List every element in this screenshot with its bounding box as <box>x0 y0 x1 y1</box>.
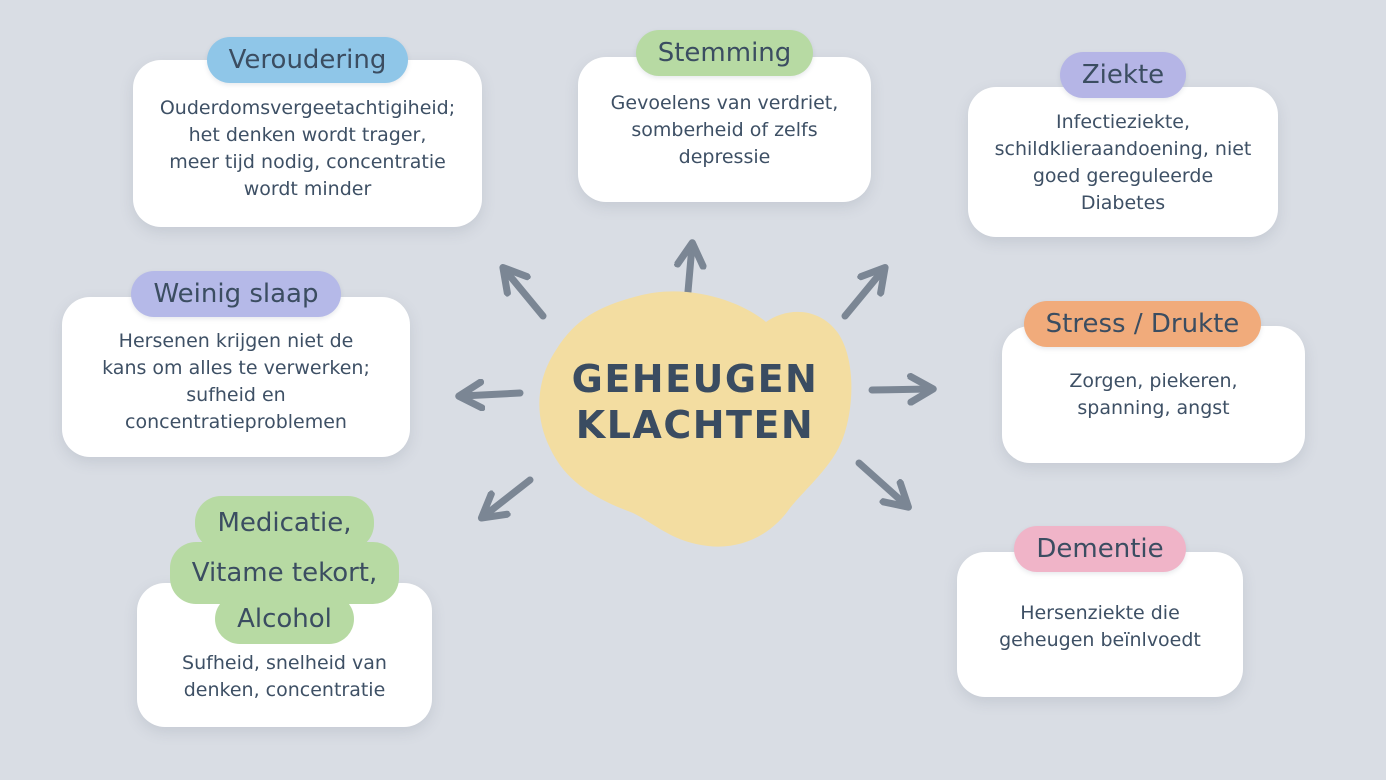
node-veroudering-label[interactable]: Veroudering <box>206 37 409 83</box>
center-title: GEHEUGEN KLACHTEN <box>571 357 819 447</box>
node-stemming-card[interactable]: Gevoelens van verdriet, somberheid of ze… <box>578 57 871 202</box>
node-veroudering[interactable]: Veroudering Ouderdomsvergeetachtigiheid;… <box>133 37 482 227</box>
node-medicatie[interactable]: Medicatie, Vitame tekort, Alcohol Sufhei… <box>137 496 432 727</box>
node-veroudering-body: Ouderdomsvergeetachtigiheid; het denken … <box>159 97 456 200</box>
node-stress-drukte[interactable]: Stress / Drukte Zorgen, piekeren, spanni… <box>1002 301 1305 463</box>
node-stress-drukte-card[interactable]: Zorgen, piekeren, spanning, angst <box>1002 326 1305 463</box>
node-ziekte-card[interactable]: Infectieziekte, schildklieraandoening, n… <box>968 87 1278 237</box>
node-medicatie-label-line2[interactable]: Vitame tekort, <box>169 542 400 604</box>
node-ziekte[interactable]: Ziekte Infectieziekte, schildklieraandoe… <box>968 52 1278 237</box>
node-medicatie-card[interactable]: Sufheid, snelheid van denken, concentrat… <box>137 583 432 727</box>
node-stemming-label[interactable]: Stemming <box>635 30 814 76</box>
node-weinig-slaap-card[interactable]: Hersenen krijgen niet de kans om alles t… <box>62 297 410 457</box>
node-stemming-body: Gevoelens van verdriet, somberheid of ze… <box>610 92 839 168</box>
node-weinig-slaap[interactable]: Weinig slaap Hersenen krijgen niet de ka… <box>62 271 410 457</box>
node-medicatie-label-line3[interactable]: Alcohol <box>215 594 354 644</box>
node-ziekte-body: Infectieziekte, schildklieraandoening, n… <box>994 111 1252 214</box>
node-stemming[interactable]: Stemming Gevoelens van verdriet, somberh… <box>578 30 871 202</box>
node-dementie-card[interactable]: Hersenziekte die geheugen beïnlvoedt <box>957 552 1243 697</box>
node-dementie[interactable]: Dementie Hersenziekte die geheugen beïnl… <box>957 526 1243 697</box>
node-stress-drukte-label[interactable]: Stress / Drukte <box>1023 301 1262 347</box>
node-stress-drukte-body: Zorgen, piekeren, spanning, angst <box>1069 370 1238 419</box>
node-dementie-body: Hersenziekte die geheugen beïnlvoedt <box>999 602 1201 651</box>
node-weinig-slaap-label[interactable]: Weinig slaap <box>131 271 341 317</box>
arrow-dementie <box>855 459 906 505</box>
arrow-medicatie <box>484 476 534 516</box>
node-dementie-label[interactable]: Dementie <box>1014 526 1186 572</box>
arrow-stress-drukte <box>868 389 930 390</box>
node-medicatie-label-line1[interactable]: Medicatie, <box>195 496 374 550</box>
center-blob[interactable] <box>536 286 854 550</box>
arrow-weinig-slaap <box>462 393 524 396</box>
node-medicatie-body: Sufheid, snelheid van denken, concentrat… <box>182 652 387 701</box>
node-weinig-slaap-body: Hersenen krijgen niet de kans om alles t… <box>102 330 370 433</box>
node-veroudering-card[interactable]: Ouderdomsvergeetachtigiheid; het denken … <box>133 60 482 227</box>
node-ziekte-label[interactable]: Ziekte <box>1059 52 1187 98</box>
